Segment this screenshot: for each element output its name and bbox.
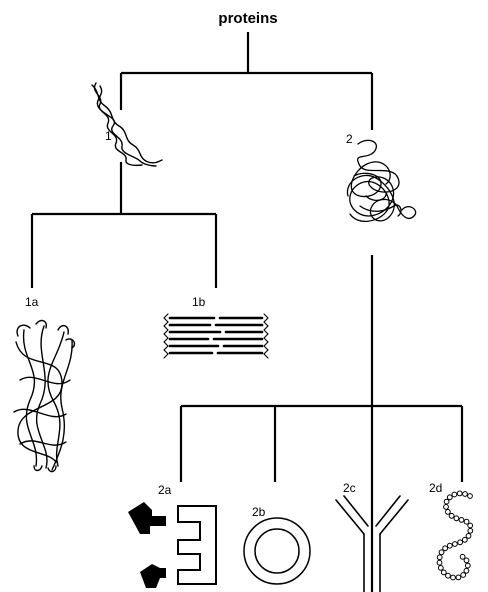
diagram-title: proteins: [218, 10, 277, 27]
bead: [436, 559, 443, 566]
bead: [453, 515, 460, 522]
bead: [445, 509, 451, 515]
bead: [440, 569, 447, 576]
bead: [457, 539, 464, 546]
ring-protein-icon: [243, 517, 311, 585]
globular-coil-icon: [346, 139, 417, 222]
bead: [448, 512, 455, 519]
tree-connectors: [30, 32, 464, 592]
bead: [446, 494, 453, 501]
label-2c: 2c: [343, 481, 356, 495]
bead-chain-icon: [436, 490, 474, 581]
bead: [459, 553, 466, 560]
label-2a: 2a: [158, 483, 172, 497]
fibrous-helix-icon: [91, 82, 163, 167]
antibody-icon: [335, 495, 409, 592]
bead: [464, 562, 471, 569]
enzyme-substrate-icon: [128, 502, 217, 588]
bead: [442, 545, 449, 552]
bead: [443, 498, 450, 505]
bead: [467, 493, 473, 499]
bead: [438, 549, 445, 556]
bead: [462, 491, 468, 497]
bead: [455, 574, 462, 581]
bead: [445, 572, 451, 579]
bead: [452, 541, 458, 547]
label-2d: 2d: [429, 481, 442, 495]
bead: [460, 572, 467, 578]
bead: [436, 554, 443, 561]
bead: [451, 491, 458, 498]
bead: [467, 522, 474, 529]
bead: [437, 565, 444, 571]
label-1a: 1a: [25, 295, 39, 309]
coiled-fiber-bundle-icon: [13, 319, 76, 473]
bead: [467, 527, 474, 534]
bead: [463, 518, 470, 525]
bead: [461, 536, 468, 543]
label-1: 1: [105, 129, 112, 143]
bead: [446, 542, 453, 549]
beta-sheet-icon: [163, 313, 269, 359]
bead: [463, 567, 470, 574]
bead: [450, 574, 456, 581]
label-2b: 2b: [252, 505, 266, 519]
bead: [463, 557, 470, 564]
bead: [443, 504, 449, 510]
label-1b: 1b: [192, 295, 206, 309]
bead: [458, 517, 465, 523]
label-2: 2: [346, 132, 353, 146]
bead: [465, 533, 472, 539]
bead: [456, 490, 463, 497]
